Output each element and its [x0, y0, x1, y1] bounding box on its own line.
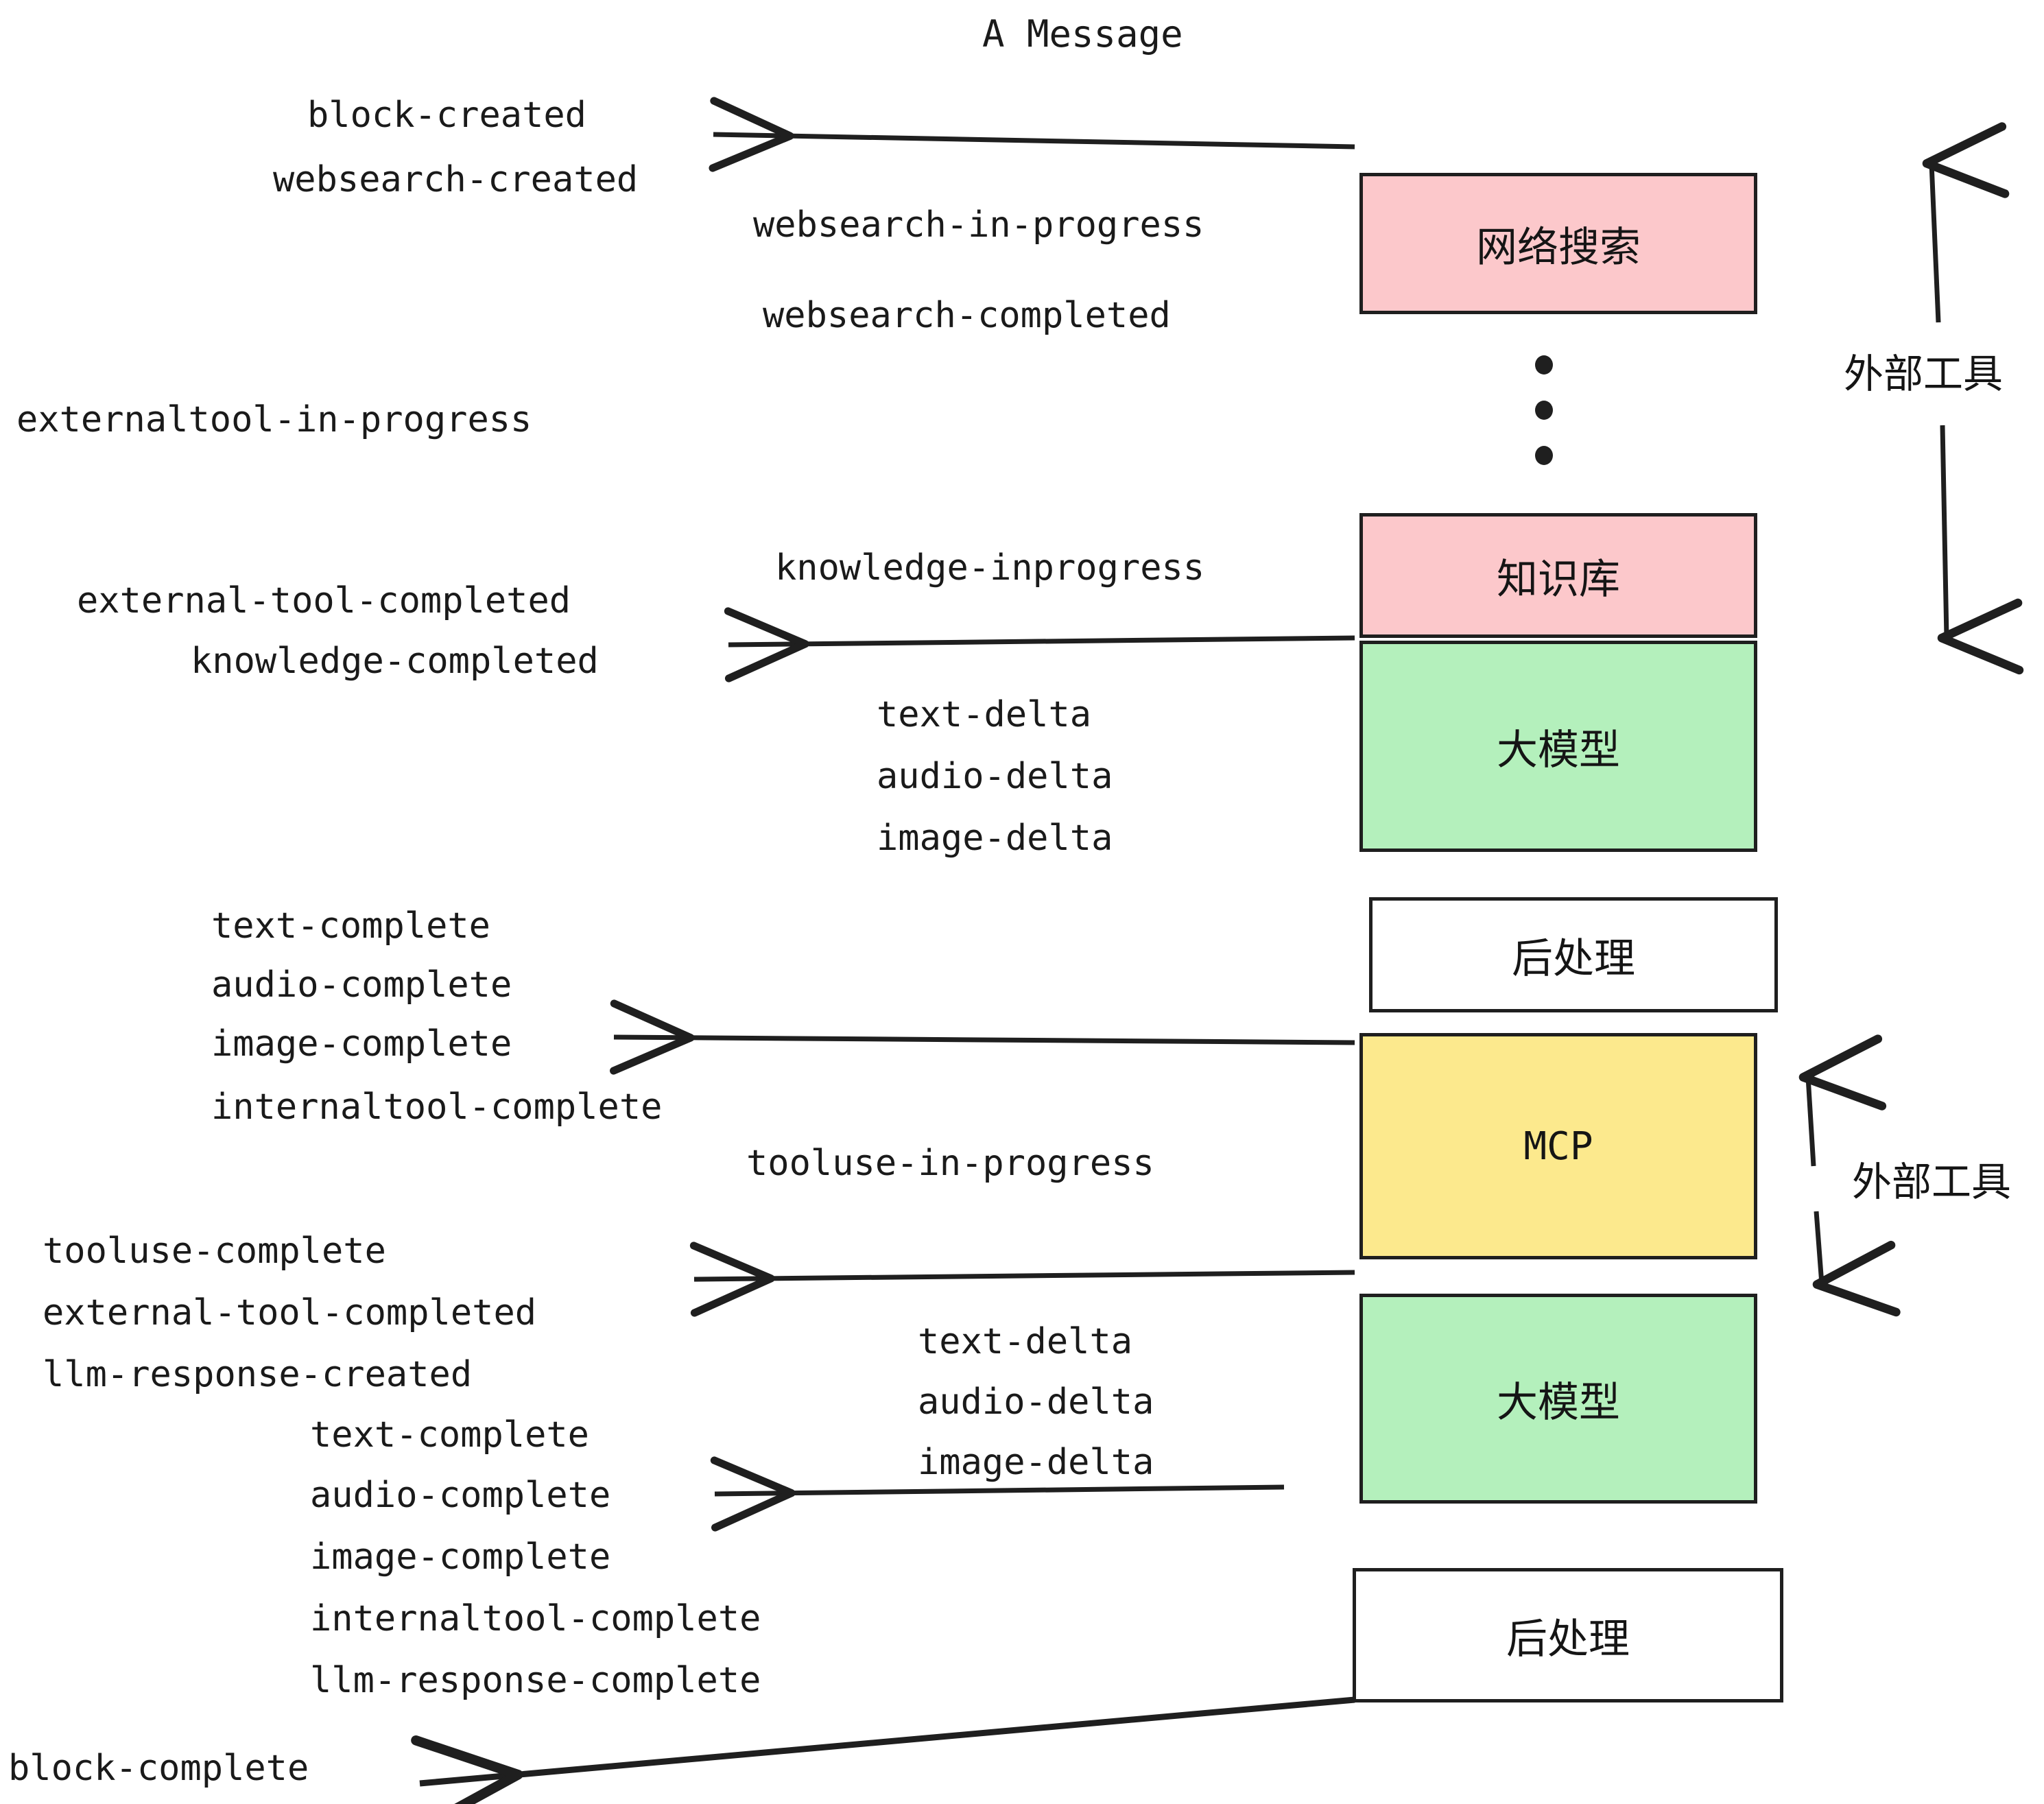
event-audio-complete-2: audio-complete [310, 1475, 611, 1516]
event-llm-response-complete: llm-response-complete [310, 1660, 761, 1701]
arrow-external-tools-bottom-down [1812, 1211, 1901, 1317]
arrow-image-complete [610, 999, 1355, 1075]
event-block-created: block-created [307, 95, 586, 136]
event-external-tool-completed-1: external-tool-completed [77, 580, 571, 621]
event-image-delta-2: image-delta [918, 1442, 1154, 1483]
arrow-external-tools-bottom-up [1798, 1034, 1887, 1167]
event-text-delta-2: text-delta [918, 1321, 1133, 1362]
event-text-complete-1: text-complete [211, 905, 490, 947]
arrow-external-tools-top-down [1937, 425, 2024, 675]
event-audio-delta-1: audio-delta [877, 756, 1113, 797]
node-websearch-label: 网络搜索 [1476, 223, 1641, 272]
arrow-knowledge-completed [724, 607, 1355, 683]
arrow-external-tools-top-up [1922, 122, 2010, 323]
node-llm-first-label: 大模型 [1497, 726, 1620, 774]
group-label-external-tools-top: 外部工具 [1844, 351, 2004, 397]
group-label-external-tools-bottom: 外部工具 [1852, 1159, 2012, 1205]
event-image-complete-2: image-complete [310, 1536, 611, 1578]
event-audio-complete-1: audio-complete [211, 964, 512, 1006]
node-knowledge-label: 知识库 [1497, 555, 1620, 604]
event-llm-response-created: llm-response-created [43, 1354, 473, 1395]
arrow-block-complete [411, 1696, 1355, 1804]
node-llm-first[interactable]: 大模型 [1359, 641, 1757, 852]
node-llm-second[interactable]: 大模型 [1359, 1294, 1757, 1504]
event-image-delta-1: image-delta [877, 818, 1113, 859]
node-mcp-label: MCP [1523, 1124, 1593, 1169]
event-text-complete-2: text-complete [310, 1414, 589, 1456]
event-image-complete-1: image-complete [211, 1023, 512, 1065]
event-tooluse-in-progress: tooluse-in-progress [746, 1143, 1154, 1184]
node-llm-second-label: 大模型 [1497, 1378, 1620, 1427]
event-websearch-created: websearch-created [273, 159, 639, 200]
ellipsis-dot-2 [1535, 401, 1553, 420]
node-knowledge[interactable]: 知识库 [1359, 513, 1757, 638]
arrow-tooluse-complete [689, 1242, 1355, 1317]
event-knowledge-completed: knowledge-completed [191, 641, 599, 682]
diagram-title: A Message [982, 12, 1183, 56]
arrow-audio-complete [710, 1456, 1285, 1532]
event-websearch-in-progress: websearch-in-progress [753, 204, 1204, 246]
event-audio-delta-2: audio-delta [918, 1381, 1154, 1423]
event-knowledge-inprogress: knowledge-inprogress [775, 547, 1205, 589]
node-postprocess-second[interactable]: 后处理 [1353, 1568, 1783, 1702]
ellipsis-dot-3 [1535, 446, 1553, 465]
event-tooluse-complete: tooluse-complete [43, 1231, 386, 1272]
event-websearch-completed: websearch-completed [763, 295, 1171, 336]
node-postprocess-first-label: 后处理 [1512, 934, 1635, 983]
event-block-complete: block-complete [8, 1748, 309, 1789]
node-mcp[interactable]: MCP [1359, 1033, 1757, 1259]
ellipsis-dot-1 [1535, 355, 1553, 375]
event-externaltool-in-progress: externaltool-in-progress [16, 399, 532, 440]
event-internaltool-complete-2: internaltool-complete [310, 1598, 761, 1639]
node-websearch[interactable]: 网络搜索 [1359, 173, 1757, 314]
arrow-block-created [709, 97, 1355, 172]
node-postprocess-second-label: 后处理 [1506, 1615, 1630, 1663]
event-external-tool-completed-2: external-tool-completed [43, 1292, 537, 1333]
event-text-delta-1: text-delta [877, 694, 1092, 735]
event-internaltool-complete-1: internaltool-complete [211, 1087, 663, 1128]
node-postprocess-first[interactable]: 后处理 [1369, 897, 1778, 1012]
